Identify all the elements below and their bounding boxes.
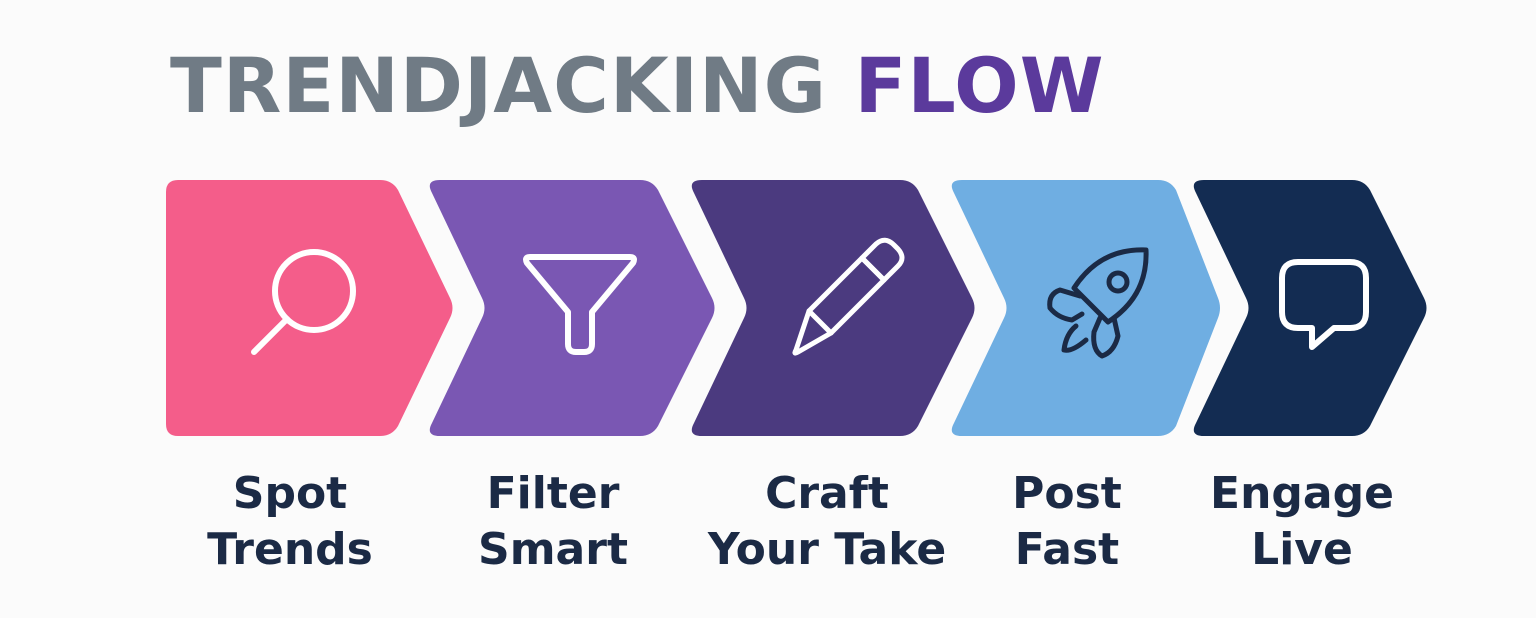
- title-part-flow: FLOW: [854, 41, 1105, 130]
- rocket-icon: [1047, 247, 1149, 359]
- label-engage-live: Engage Live: [1162, 466, 1442, 578]
- label-spot-trends-line1: Spot: [232, 468, 348, 519]
- funnel-icon: [523, 254, 637, 355]
- chevron-step-5: [1193, 180, 1427, 436]
- label-craft-your-take-line2: Your Take: [707, 524, 947, 575]
- label-post-fast: Post Fast: [927, 466, 1207, 578]
- chevron-step-3: [691, 180, 975, 436]
- pencil-icon: [792, 237, 905, 356]
- step-engage-live: [1193, 180, 1427, 436]
- label-craft-your-take: Craft Your Take: [687, 466, 967, 578]
- step-post-fast: [951, 180, 1220, 436]
- label-post-fast-line1: Post: [1012, 468, 1122, 519]
- chevron-step-2: [429, 180, 715, 436]
- label-filter-smart-line2: Smart: [478, 524, 628, 575]
- magnifier-icon: [251, 249, 356, 355]
- label-post-fast-line2: Fast: [1014, 524, 1120, 575]
- speech-bubble-icon: [1279, 259, 1369, 350]
- label-spot-trends-line2: Trends: [207, 524, 373, 575]
- diagram-title: TRENDJACKING FLOW: [170, 40, 1105, 132]
- step-spot-trends: [166, 180, 453, 436]
- chevron-step-4: [951, 180, 1220, 436]
- label-craft-your-take-line1: Craft: [765, 468, 889, 519]
- chevron-step-1: [166, 180, 453, 436]
- label-engage-live-line2: Live: [1251, 524, 1353, 575]
- label-spot-trends: Spot Trends: [150, 466, 430, 578]
- step-craft-your-take: [691, 180, 975, 436]
- step-filter-smart: [429, 180, 715, 436]
- title-part-trendjacking: TRENDJACKING: [170, 41, 827, 130]
- label-engage-live-line1: Engage: [1210, 468, 1394, 519]
- label-filter-smart: Filter Smart: [413, 466, 693, 578]
- label-filter-smart-line1: Filter: [486, 468, 620, 519]
